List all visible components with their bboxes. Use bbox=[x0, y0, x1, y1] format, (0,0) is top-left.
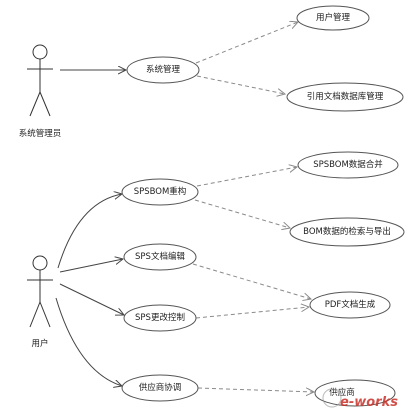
watermark-logo: e-works bbox=[322, 388, 398, 410]
use-case-ellipse bbox=[289, 217, 405, 247]
actor-admin-right-leg bbox=[39, 91, 51, 117]
use-case-ellipse bbox=[121, 374, 199, 402]
use-case-label: BOM数据的检索与导出 bbox=[303, 226, 391, 237]
use-case-label: SPSBOM重构 bbox=[134, 186, 187, 197]
use-case-ellipse bbox=[126, 56, 200, 84]
use-case-ellipse bbox=[309, 291, 391, 319]
use-case-supplier-coordination: 供应商协调 bbox=[121, 374, 199, 402]
use-case-label: SPS更改控制 bbox=[135, 312, 185, 323]
use-case-label: SPSBOM数据合并 bbox=[313, 159, 383, 170]
association-user-supplier-coordination bbox=[55, 297, 122, 386]
use-case-sps-change-control: SPS更改控制 bbox=[123, 304, 197, 332]
use-case-ellipse bbox=[121, 178, 199, 206]
use-case-label: 供应商协调 bbox=[139, 382, 182, 393]
watermark-ring-icon bbox=[322, 388, 342, 408]
use-case-label: SPS文档编辑 bbox=[135, 251, 185, 262]
use-case-label: PDF文档生成 bbox=[325, 299, 376, 310]
dependency-spsbom-to-data-merge bbox=[196, 167, 297, 187]
use-case-ellipse bbox=[297, 151, 399, 179]
use-case-ellipse bbox=[286, 82, 404, 112]
use-case-label: 引用文档数据库管理 bbox=[307, 91, 384, 102]
actor-admin-left-leg bbox=[29, 91, 41, 117]
dependency-system-to-reference-doc-db bbox=[196, 75, 285, 94]
use-case-label: 供应商 bbox=[329, 387, 355, 398]
use-case-sps-doc-edit: SPS文档编辑 bbox=[123, 243, 197, 271]
actor-admin bbox=[27, 44, 53, 117]
actor-user-label: 用户 bbox=[31, 338, 48, 349]
use-case-supplier-other: 供应商 bbox=[314, 379, 396, 407]
use-case-ellipse bbox=[314, 379, 396, 407]
dependency-spsbom-to-bom-search bbox=[194, 199, 290, 228]
dependency-supplier-coordination-to-supplier bbox=[197, 387, 314, 392]
dependency-system-to-user-management bbox=[195, 22, 298, 64]
use-case-ellipse bbox=[123, 243, 197, 271]
actor-user-head bbox=[32, 255, 48, 271]
use-case-pdf-doc-generation: PDF文档生成 bbox=[309, 291, 391, 319]
use-case-label: 用户管理 bbox=[316, 12, 351, 23]
use-case-spsbom-data-merge: SPSBOM数据合并 bbox=[297, 151, 399, 179]
use-case-bom-search-export: BOM数据的检索与导出 bbox=[289, 217, 405, 247]
association-user-sps-doc-edit bbox=[59, 259, 123, 273]
association-user-spsbom-rebuild bbox=[57, 194, 122, 269]
actor-admin-head bbox=[32, 44, 48, 60]
dependency-doc-edit-to-pdf bbox=[192, 263, 311, 299]
use-case-spsbom-rebuild: SPSBOM重构 bbox=[121, 178, 199, 206]
actor-user-left-leg bbox=[29, 301, 41, 328]
actor-user-right-leg bbox=[39, 301, 51, 328]
dependency-change-control-to-pdf bbox=[195, 307, 309, 319]
association-user-sps-change-control bbox=[59, 283, 124, 315]
use-case-user-management: 用户管理 bbox=[296, 5, 370, 31]
use-case-ellipse bbox=[123, 304, 197, 332]
use-case-label: 系统管理 bbox=[146, 64, 181, 75]
actor-user bbox=[27, 255, 53, 328]
use-case-ellipse bbox=[296, 5, 370, 31]
actor-admin-label: 系统管理员 bbox=[19, 128, 62, 139]
use-case-system-management: 系统管理 bbox=[126, 56, 200, 84]
use-case-reference-doc-db-management: 引用文档数据库管理 bbox=[286, 82, 404, 112]
watermark-text: e-works bbox=[340, 395, 398, 410]
